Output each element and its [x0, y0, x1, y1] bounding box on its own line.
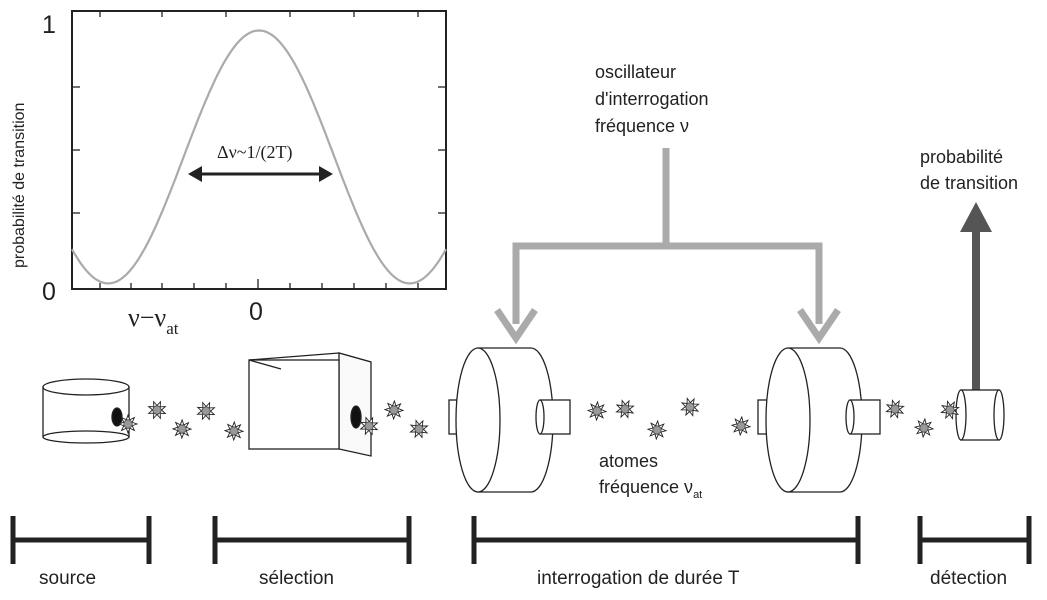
oscillator-label-2: d'interrogation [595, 89, 709, 109]
atom [586, 400, 608, 422]
atom [409, 419, 429, 439]
section-label-source: source [39, 568, 97, 589]
source-oven [42, 378, 130, 444]
oscillator-feed [494, 148, 841, 345]
interrogation-bar [471, 516, 861, 564]
atom [615, 399, 635, 419]
detection-output-label-2: de transition [920, 173, 1018, 193]
ramsey-cavity-1 [448, 347, 571, 493]
transition-curve [71, 29, 447, 285]
x-tick-zero: 0 [249, 298, 263, 326]
section-label-interrogation: interrogation de durée T [537, 568, 740, 589]
linewidth-label: Δν~1/(2T) [217, 142, 292, 163]
plot-frame [71, 10, 447, 290]
source-bar [10, 516, 152, 564]
atom [359, 416, 379, 436]
atom [680, 397, 700, 417]
atom [196, 401, 216, 421]
plot-ticks [72, 11, 446, 289]
linewidth-arrow [188, 166, 333, 182]
atom [913, 417, 935, 439]
x-axis-sub: at [166, 319, 179, 338]
atom [223, 420, 245, 442]
atoms-label-2: fréquence νat [599, 477, 702, 501]
ramsey-cavity-2 [757, 347, 881, 493]
x-axis-label: ν−νat [128, 303, 179, 338]
atom [117, 413, 139, 435]
oscillator-label-1: oscillateur [595, 62, 676, 82]
atoms-freq: fréquence ν [599, 477, 693, 497]
atom [885, 399, 905, 419]
atom [940, 400, 960, 420]
y-tick-top: 1 [42, 11, 56, 39]
y-axis-label: probabilité de transition [11, 103, 28, 268]
atom [730, 415, 752, 437]
transition-probability-plot: Δν~1/(2T) probabilité de transition 1 0 … [11, 10, 447, 338]
atoms-layer [117, 397, 960, 442]
detection-bar [917, 516, 1032, 564]
atom [147, 400, 167, 420]
detector [955, 389, 1005, 441]
atom [646, 419, 668, 441]
atoms-label-1: atomes [599, 451, 658, 471]
detection-output-arrow [960, 202, 992, 392]
section-label-detection: détection [930, 568, 1008, 589]
section-bars [10, 516, 1032, 564]
atom [171, 418, 193, 440]
section-label-selection: sélection [259, 568, 334, 589]
x-axis-nu: ν−ν [128, 303, 166, 332]
atoms-freq-sub: at [693, 489, 702, 501]
selection-bar [212, 516, 412, 564]
atom [383, 399, 405, 421]
selection-magnet [248, 352, 372, 457]
y-tick-bottom: 0 [42, 278, 56, 306]
oscillator-label-3: fréquence ν [595, 116, 689, 136]
detection-output-label-1: probabilité [920, 147, 1003, 167]
